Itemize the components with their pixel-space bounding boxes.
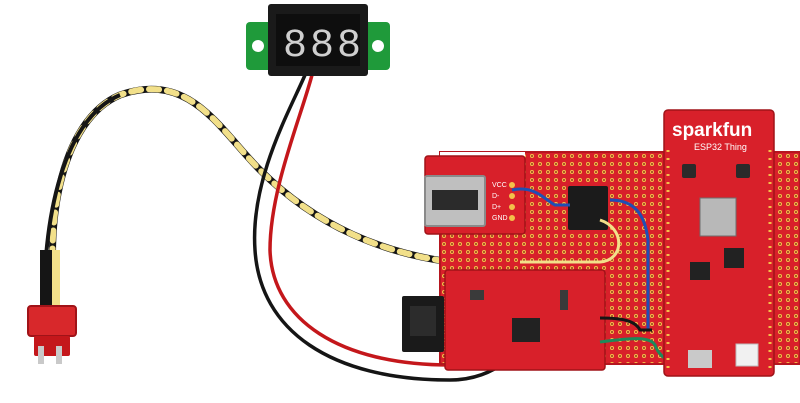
boot-button xyxy=(736,164,750,178)
battery-connector xyxy=(402,296,444,352)
usb-pin-vcc: VCC xyxy=(492,182,507,189)
usb-pin-gnd: GND xyxy=(492,215,508,222)
voltmeter-digit-2: 8 xyxy=(310,24,334,69)
ic-socket xyxy=(568,186,608,230)
esp32-model-label: ESP32 Thing xyxy=(694,142,747,152)
micro-usb-port xyxy=(688,350,712,368)
reset-button xyxy=(682,164,696,178)
esp32-thing-board: sparkfun ESP32 Thing xyxy=(663,109,775,377)
esp32-module xyxy=(699,197,737,237)
usb-pin-dplus: D+ xyxy=(492,204,501,211)
fuel-gauge-board xyxy=(444,269,606,371)
lipo-jst-port xyxy=(735,343,759,367)
esp32-brand-logo: sparkfun xyxy=(672,120,752,141)
black-jumper-wire xyxy=(599,316,652,332)
voltmeter-digit-3: 8 xyxy=(337,24,361,69)
usb-pin-dminus: D- xyxy=(492,193,500,200)
voltmeter-module: 8 8 8 xyxy=(246,4,390,76)
voltmeter-digit-1: 8 xyxy=(283,24,307,69)
yellow-jumper-wire xyxy=(520,218,621,264)
deans-connector xyxy=(27,250,77,364)
usb-breakout: VCC D- D+ GND xyxy=(424,155,526,235)
blue-jumper-wires xyxy=(511,187,650,330)
